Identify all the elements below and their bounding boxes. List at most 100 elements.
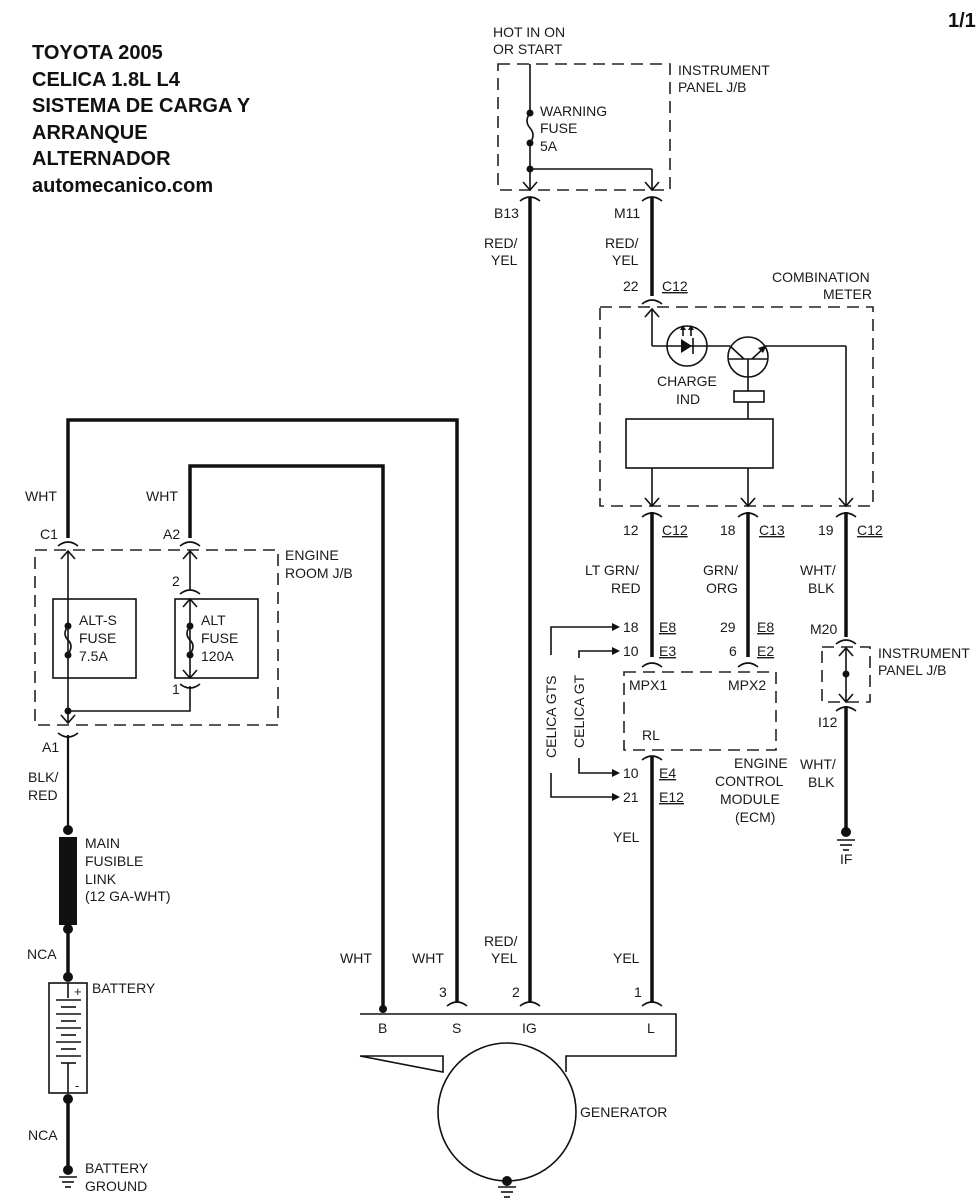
ecm-pin-6: 6 [729,643,737,659]
arrow-up-icon [60,549,76,560]
fusible-link-line-2: FUSIBLE [85,853,143,869]
wire-ltgrn-color-1: LT GRN/ [585,562,639,578]
wire-b13-color-1: RED/ [484,235,518,251]
combination-meter-box [599,306,874,507]
wire-grn-color-1: GRN/ [703,562,738,578]
wire-whtblk-color-2: BLK [808,580,835,596]
wire-a2-b [188,464,385,1006]
fusible-link-line-3: LINK [85,871,117,887]
alt-fuse-line-2: FUSE [201,630,238,646]
connector-c1-label: C1 [40,526,58,542]
battery-label: BATTERY [92,980,156,996]
alt-s-fuse-icon [64,625,72,655]
charge-ind-label-2: IND [676,391,700,407]
wire-b-color: WHT [340,950,372,966]
engine-room-jb-box [34,549,279,726]
arrow-down-icon [838,693,854,704]
cm-pin-12: 12 [623,522,639,538]
terminal-ig: IG [522,1020,537,1036]
arrow-down-icon [644,181,660,192]
arrow-down-icon [740,497,756,508]
battery-ground: BATTERY GROUND [59,1160,149,1194]
alt-fuse-line-3: 120A [201,648,234,664]
ecm-conn-e3: E3 [659,643,676,659]
terminal-l: L [647,1020,655,1036]
connector-mpx1-icon [641,662,663,668]
generator-pin-s: 3 [439,984,447,1000]
ecm-pin-29: 29 [720,619,736,635]
wire-nca-upper-label: NCA [27,946,57,962]
cm-top-conn: C12 [662,278,688,294]
instrument-panel-jb-top-box [497,63,671,191]
ecm-label-2: CONTROL [715,773,784,789]
combination-meter-label-1: COMBINATION [772,269,870,285]
arrow-right-icon [612,647,620,655]
engine-control-module: CELICA GTS CELICA GT 18 E8 10 E3 29 E8 6… [543,619,788,825]
wire-a1-color-2: RED [28,787,58,803]
ground-icon [59,1176,77,1188]
engine-room-jb-label-1: ENGINE [285,547,339,563]
wire-whtblk-color-1: WHT/ [800,562,836,578]
ecm-conn-e4: E4 [659,765,676,781]
fusible-link-line-4: (12 GA-WHT) [85,888,171,904]
wire-i12-color-2: BLK [808,774,835,790]
wire-nca-lower-label: NCA [28,1127,58,1143]
arrow-down-icon [182,669,198,680]
title-line-5: ALTERNADOR [32,148,171,170]
alt-s-fuse-line-1: ALT-S [79,612,117,628]
wire-b13-color-2: YEL [491,252,518,268]
connector-c1-icon [57,541,79,547]
generator-icon [437,1042,577,1182]
connector-i12-label: I12 [818,714,838,730]
combination-meter-label-2: METER [823,286,872,302]
instrument-panel-jb-lower: M20 INSTRUMENT PANEL J/B I12 WHT/ BLK IF [800,621,970,867]
title-line-2: CELICA 1.8L L4 [32,69,181,91]
arrow-down-icon [644,497,660,508]
battery-ground-line-1: BATTERY [85,1160,149,1176]
title-line-4: ARRANQUE [32,122,148,144]
wire-a1-color-1: BLK/ [28,769,58,785]
ecm-pin-10: 10 [623,643,639,659]
wire-m11-color-2: YEL [612,252,639,268]
battery-plus: + [74,984,82,999]
cm-conn-c12b: C12 [857,522,883,538]
warning-fuse-icon [526,112,534,144]
terminal-b: B [378,1020,387,1036]
variant-celica-gts: CELICA GTS [543,676,559,758]
cm-pin-19: 19 [818,522,834,538]
wire-c1-s [66,418,459,1003]
connector-a2-icon [179,541,201,547]
alt-fuse-line-1: ALT [201,612,226,628]
ecm-conn-e12: E12 [659,789,684,805]
alt-fuse-box [174,598,259,679]
battery-minus: - [75,1078,79,1093]
ipjb-top-label-1: INSTRUMENT [678,62,770,78]
generator: 3 2 1 B S IG L GENERATOR [359,984,677,1198]
ground-icon [837,839,855,851]
connector-ig-icon [519,1001,541,1007]
ecm-pin-18: 18 [623,619,639,635]
ecm-conn-e8b: E8 [757,619,774,635]
charge-ind-label-1: CHARGE [657,373,717,389]
wire-i12-color-1: WHT/ [800,756,836,772]
title-block: TOYOTA 2005 CELICA 1.8L L4 SISTEMA DE CA… [32,42,251,197]
wire-s-color: WHT [412,950,444,966]
warning-fuse-line-2: FUSE [540,120,577,136]
alt-s-fuse-box [52,598,137,679]
alt-fuse-pin-1: 1 [172,681,180,697]
arrow-down-icon [838,497,854,508]
connector-a2-label: A2 [163,526,180,542]
combination-meter: COMBINATION METER 22 C12 CHARGE IND [599,269,883,538]
title-line-1: TOYOTA 2005 [32,42,163,64]
meter-control-circuit [625,418,774,469]
battery: + - BATTERY [48,972,156,1104]
wire-ig-color-2: YEL [491,950,518,966]
connector-a1-label: A1 [42,739,59,755]
wire-yel-lower: YEL [613,950,640,966]
cm-top-pin: 22 [623,278,639,294]
instrument-panel-jb-top: HOT IN ON OR START INSTRUMENT PANEL J/B … [493,24,770,221]
arrow-up-icon [182,549,198,560]
ecm-terminal-mpx2: MPX2 [728,677,766,693]
ipjb-top-label-2: PANEL J/B [678,79,746,95]
wire-grn-color-2: ORG [706,580,738,596]
